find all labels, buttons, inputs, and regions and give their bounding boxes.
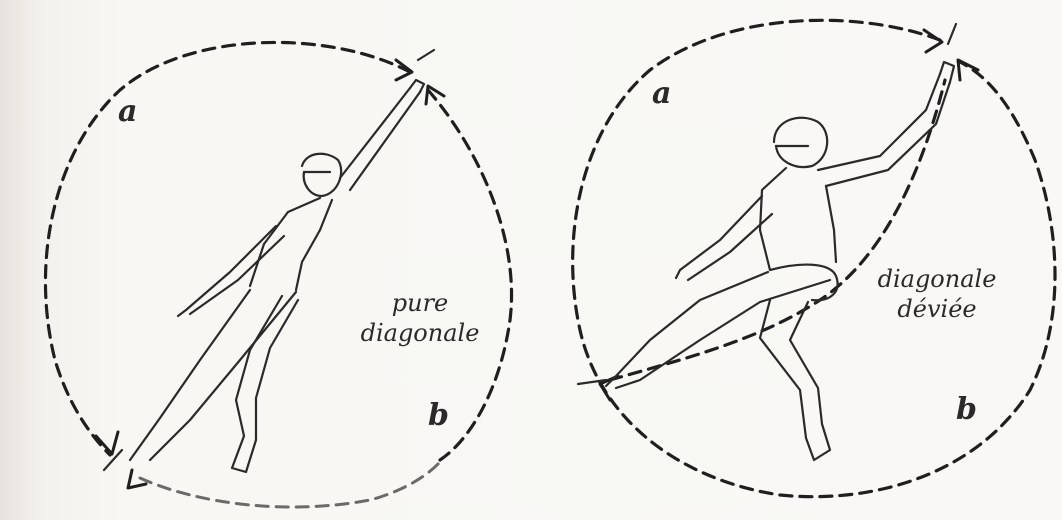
right-panel-drawing	[573, 20, 1055, 496]
left-caption: pure diagonale	[350, 288, 490, 348]
right-label-b: b	[956, 392, 977, 427]
left-label-a: a	[118, 94, 137, 129]
left-arc-upper	[45, 42, 410, 455]
left-caption-line2: diagonale	[350, 318, 490, 348]
left-arrowhead-right	[426, 86, 444, 104]
right-caption-line1: diagonale	[862, 264, 1012, 294]
right-dancer-figure	[606, 62, 954, 460]
left-arc-lower	[140, 462, 440, 507]
left-label-b: b	[428, 398, 449, 433]
right-arc-outer	[573, 20, 1055, 496]
right-arrowhead-right	[958, 60, 978, 80]
right-arc-inner	[610, 80, 945, 380]
right-arrowhead-top	[924, 30, 942, 52]
right-caption-line2: déviée	[862, 294, 1012, 324]
right-tick-top	[948, 24, 956, 44]
right-caption: diagonale déviée	[862, 264, 1012, 324]
left-panel-drawing	[45, 42, 511, 507]
left-dancer-figure	[130, 80, 424, 472]
left-caption-line1: pure	[350, 288, 490, 318]
right-label-a: a	[652, 76, 671, 111]
left-tick-top	[418, 50, 434, 60]
